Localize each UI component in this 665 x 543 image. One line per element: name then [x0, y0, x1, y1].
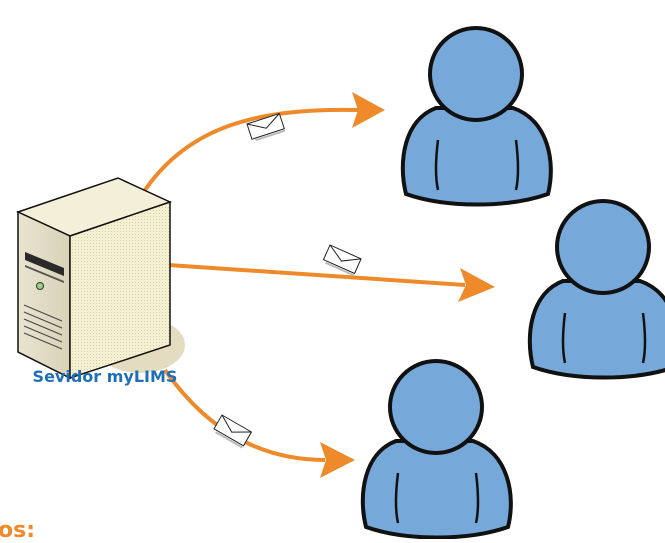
server-label: Sevidor myLIMS: [32, 367, 178, 386]
envelope-icon: [322, 244, 362, 277]
arrow-to-user-bottom: [163, 368, 355, 478]
arrow-to-user-middle: [167, 263, 495, 302]
user-icon: [360, 359, 513, 539]
envelope-icon: [213, 414, 253, 449]
arrow-to-user-top: [143, 92, 385, 192]
user-icon: [400, 26, 553, 207]
envelope-icon: [246, 112, 286, 142]
server-tower-icon: [15, 177, 185, 380]
user-icon: [527, 199, 665, 380]
footer-label: os:: [0, 518, 36, 543]
